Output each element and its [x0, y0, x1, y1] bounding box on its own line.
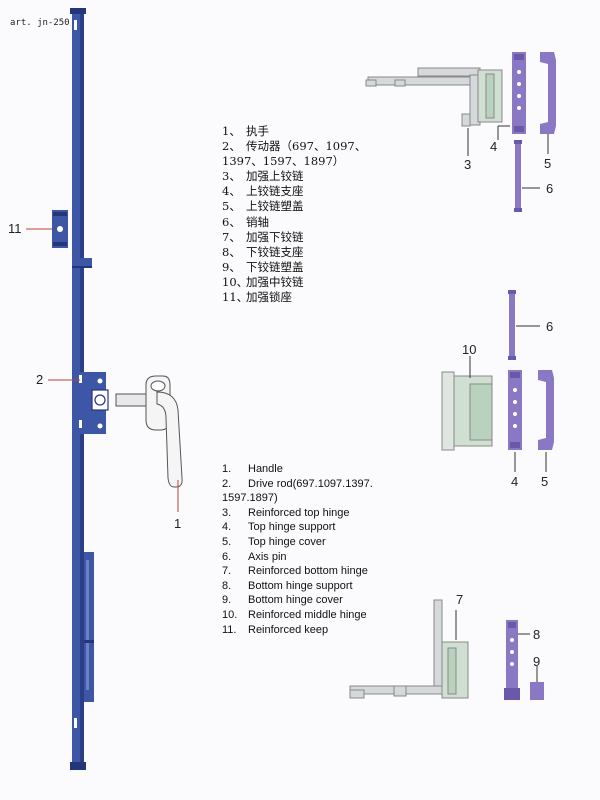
- callout-4-middle: 4: [511, 474, 519, 489]
- callout-5-top: 5: [544, 156, 552, 171]
- bottom-hinge-support-drawing: [504, 620, 520, 700]
- callout-6-top: 6: [546, 181, 554, 196]
- axis-pin-drawing-middle: [508, 290, 516, 360]
- cn-row-11: 11、加强锁座: [222, 290, 292, 305]
- middle-hinge-cover-drawing: [538, 370, 554, 450]
- callout-4-top: 4: [490, 139, 498, 154]
- callout-8: 8: [533, 627, 541, 642]
- cn-row-3: 3、加强上铰链: [222, 169, 304, 184]
- cn-row-5: 5、上铰链塑盖: [222, 199, 304, 214]
- middle-hinge-drawing: [441, 371, 493, 451]
- gearbox-drawing: [79, 372, 109, 434]
- parts-list-chinese: 1、执手 2、传动器（697、1097、 1397、1597、1897） 3、加…: [222, 124, 366, 305]
- article-code: art. jn-250: [10, 18, 70, 28]
- en-row-5: 5.Top hinge cover: [222, 535, 326, 548]
- parts-list-english: 1.Handle 2.Drive rod(697.1097.1397. 1597…: [222, 462, 373, 637]
- en-row-7: 7.Reinforced bottom hinge: [222, 565, 368, 578]
- cn-row-7: 7、加强下铰链: [222, 229, 304, 244]
- cn-row-8: 8、下铰链支座: [222, 244, 304, 259]
- en-row-4: 4.Top hinge support: [222, 521, 336, 534]
- cn-row-6: 6、销轴: [222, 214, 269, 229]
- en-row-6: 6.Axis pin: [222, 550, 287, 563]
- cn-row-1: 1、执手: [222, 124, 269, 138]
- leader-lines: [26, 125, 549, 682]
- callout-10: 10: [462, 342, 477, 357]
- bottom-hinge-drawing: [349, 599, 469, 699]
- en-row-2-continued: 1597.1897): [222, 492, 278, 505]
- handle-drawing: [115, 375, 183, 488]
- axis-pin-drawing-top: [514, 140, 522, 212]
- top-hinge-support-drawing: [512, 52, 526, 134]
- en-row-8: 8.Bottom hinge support: [222, 579, 353, 592]
- en-row-3: 3.Reinforced top hinge: [222, 506, 350, 519]
- en-row-11: 11.Reinforced keep: [222, 623, 329, 636]
- en-row-10: 10.Reinforced middle hinge: [222, 608, 367, 621]
- callout-2: 2: [36, 372, 44, 387]
- en-row-1: 1.Handle: [222, 463, 283, 475]
- bottom-hinge-cover-drawing: [530, 682, 544, 700]
- callout-9: 9: [533, 654, 541, 669]
- cn-row-10: 10、加强中铰链: [222, 274, 304, 289]
- cn-row-9: 9、下铰链塑盖: [222, 259, 304, 274]
- callout-7: 7: [456, 592, 464, 607]
- en-row-9: 9.Bottom hinge cover: [222, 594, 343, 607]
- middle-hinge-support-drawing: [508, 370, 522, 450]
- callout-1: 1: [174, 516, 182, 531]
- cn-row-2: 2、传动器（697、1097、: [222, 139, 367, 154]
- callout-6-middle: 6: [546, 319, 554, 334]
- keep-block-drawing: [52, 210, 68, 248]
- cn-row-4: 4、上铰链支座: [222, 184, 304, 199]
- callout-5-middle: 5: [541, 474, 549, 489]
- top-hinge-drawing: [365, 67, 503, 127]
- cn-row-2-continued: 1397、1597、1897）: [222, 154, 345, 169]
- top-hinge-cover-drawing: [540, 52, 556, 134]
- callout-11: 11: [8, 221, 22, 236]
- en-row-2: 2.Drive rod(697.1097.1397.: [222, 477, 373, 490]
- callout-3: 3: [464, 157, 472, 172]
